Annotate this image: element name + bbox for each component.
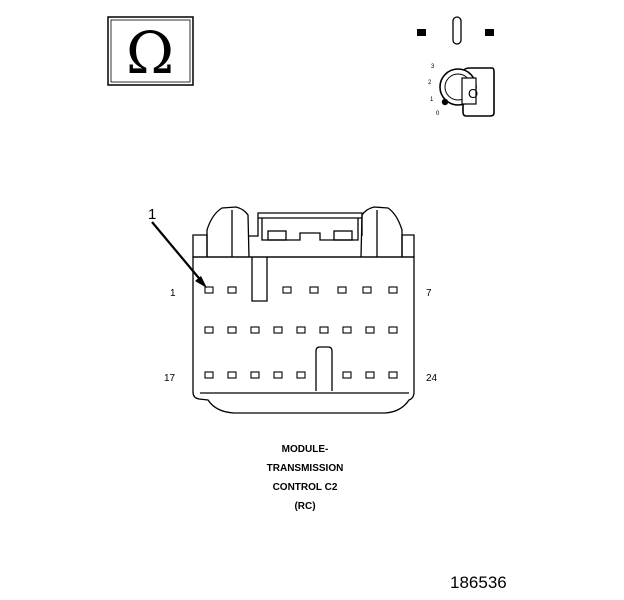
cavity [273, 371, 283, 379]
cavity [388, 371, 398, 379]
callout-number: 1 [148, 206, 156, 223]
omega-symbol: Ω [126, 19, 174, 87]
pin-label-17: 17 [164, 373, 176, 384]
cavity [365, 371, 375, 379]
cavity-row-1 [204, 286, 398, 294]
cavity-row-3 [204, 371, 398, 379]
cavity [342, 371, 352, 379]
caption-line-2: TRANSMISSION [266, 463, 344, 474]
ignition-position-0: 0 [436, 111, 440, 117]
cavity [296, 326, 306, 334]
cavity [227, 371, 237, 379]
caption-line-4: (RC) [294, 501, 316, 512]
ignition-key-icon: O 3 2 1 0 [417, 16, 495, 117]
pin-label-1: 1 [170, 288, 176, 299]
cavity [204, 326, 214, 334]
connector-caption: MODULE- TRANSMISSION CONTROL C2 (RC) [230, 440, 380, 516]
cavity [227, 286, 237, 294]
ignition-position-1: 1 [430, 97, 434, 103]
pin-label-7: 7 [426, 288, 432, 299]
omega-icon: Ω [107, 16, 194, 87]
ignition-position-3: 3 [431, 64, 435, 70]
key-letter: O [468, 86, 478, 101]
figure-number: 186536 [450, 573, 507, 592]
callout-arrow [151, 221, 207, 288]
cavity [204, 286, 214, 294]
cavity [337, 286, 347, 294]
cavity [227, 326, 237, 334]
cavity [273, 326, 283, 334]
cavity-row-2 [204, 326, 398, 334]
cavity [319, 326, 329, 334]
cavity [204, 371, 214, 379]
cavity [296, 371, 306, 379]
cavity [309, 286, 319, 294]
connector-housing [192, 206, 415, 414]
cavity [388, 286, 398, 294]
cavity [388, 326, 398, 334]
cavity [250, 371, 260, 379]
pin-label-24: 24 [426, 373, 438, 384]
ignition-position-2: 2 [428, 80, 432, 86]
caption-line-1: MODULE- [281, 444, 329, 455]
caption-line-3: CONTROL C2 [272, 482, 338, 493]
cavity [250, 326, 260, 334]
cavity [362, 286, 372, 294]
cavity [282, 286, 292, 294]
cavity [342, 326, 352, 334]
cavity [365, 326, 375, 334]
